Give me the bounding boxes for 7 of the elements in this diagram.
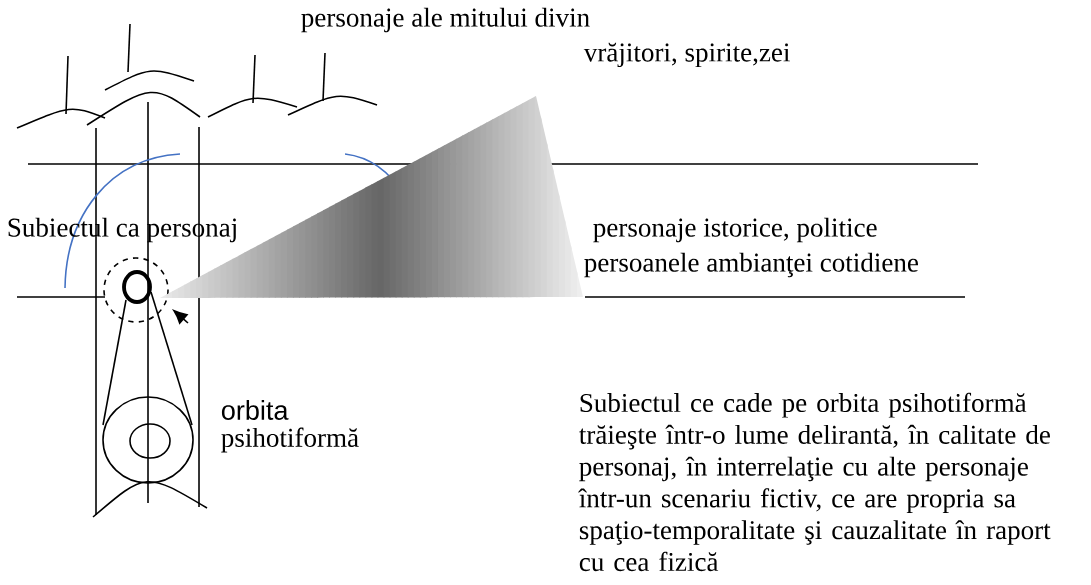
text-label: vrăjitori, spirite,zei: [583, 42, 790, 68]
text-label: persoanele ambianţei cotidiene: [584, 252, 918, 278]
text-label: psihotiformă: [221, 427, 359, 453]
text-label: orbita: [221, 400, 289, 420]
text-label: personaje ale mitului divin: [301, 7, 590, 33]
text-label: personaje istorice, politice: [593, 217, 877, 243]
description-text: Subiectul ce cade pe orbita psihotiformă trăieşte într-o lume delirantă, în calitate de personaj, în interrelaţie cu alte personaje într-un scenariu fictiv, ce are propria sa spaţio-temporalitate şi cauzalitate în raport cu cea fizică: [578, 392, 1051, 572]
